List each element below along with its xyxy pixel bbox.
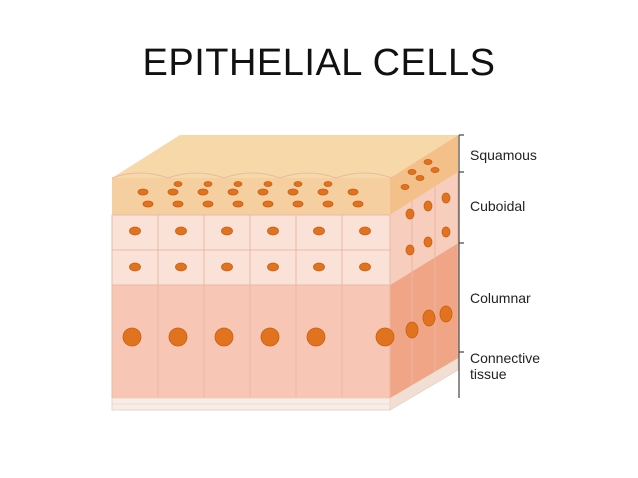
squamous-nucleus — [323, 181, 333, 187]
squamous-nucleus — [347, 188, 359, 196]
cuboidal-nucleus — [441, 226, 451, 238]
cuboidal-nucleus — [313, 226, 325, 236]
cuboidal-nucleus — [359, 262, 371, 272]
squamous-nucleus — [197, 188, 209, 196]
squamous-nucleus — [172, 200, 184, 208]
cuboidal-nucleus — [129, 226, 141, 236]
cuboidal-nucleus — [175, 226, 187, 236]
squamous-cell-border — [223, 172, 281, 179]
cuboidal-nucleus — [405, 208, 415, 220]
squamous-nucleus — [173, 181, 183, 187]
columnar-nucleus — [306, 327, 326, 347]
squamous-cell-border — [111, 172, 169, 179]
squamous-nucleus — [257, 188, 269, 196]
label-connective-tissue: Connective tissue — [470, 350, 541, 382]
columnar-nucleus — [260, 327, 280, 347]
squamous-nucleus — [407, 168, 417, 175]
squamous-nucleus — [262, 200, 274, 208]
squamous-nucleus — [292, 200, 304, 208]
squamous-nucleus — [142, 200, 154, 208]
squamous-cell-border — [167, 172, 225, 179]
squamous-nucleus — [352, 200, 364, 208]
squamous-nucleus — [415, 174, 425, 181]
squamous-nucleus — [287, 188, 299, 196]
cuboidal-nucleus — [405, 244, 415, 256]
squamous-nucleus — [430, 166, 440, 173]
cuboidal-nucleus — [423, 236, 433, 248]
cuboidal-nucleus — [267, 262, 279, 272]
squamous-nucleus — [263, 181, 273, 187]
squamous-nucleus — [317, 188, 329, 196]
layer-brackets — [458, 134, 464, 398]
columnar-nucleus — [422, 309, 436, 327]
squamous-nucleus — [227, 188, 239, 196]
squamous-cell-border — [279, 172, 337, 179]
squamous-nucleus — [293, 181, 303, 187]
label-columnar: Columnar — [470, 290, 531, 306]
label-squamous: Squamous — [470, 147, 537, 163]
squamous-nucleus — [423, 158, 433, 165]
squamous-nucleus — [400, 183, 410, 190]
cuboidal-nucleus — [175, 262, 187, 272]
squamous-nucleus — [202, 200, 214, 208]
squamous-nucleus — [203, 181, 213, 187]
cuboidal-nucleus — [441, 192, 451, 204]
squamous-nucleus — [322, 200, 334, 208]
cuboidal-nucleus — [129, 262, 141, 272]
columnar-nucleus — [122, 327, 142, 347]
cuboidal-nucleus — [359, 226, 371, 236]
cuboidal-nucleus — [267, 226, 279, 236]
cuboidal-nucleus — [423, 200, 433, 212]
columnar-nucleus — [168, 327, 188, 347]
label-cuboidal: Cuboidal — [470, 198, 526, 214]
squamous-nucleus — [167, 188, 179, 196]
columnar-nucleus — [439, 305, 453, 323]
squamous-nucleus — [232, 200, 244, 208]
columnar-nucleus — [405, 321, 419, 339]
diagram-title: EPITHELIAL CELLS — [142, 42, 496, 84]
cuboidal-nucleus — [221, 262, 233, 272]
squamous-nucleus — [137, 188, 149, 196]
cuboidal-nucleus — [313, 262, 325, 272]
columnar-nucleus — [214, 327, 234, 347]
squamous-cell-border — [335, 172, 393, 179]
squamous-layer — [112, 135, 458, 215]
columnar-nucleus — [375, 327, 395, 347]
squamous-nucleus — [233, 181, 243, 187]
cuboidal-nucleus — [221, 226, 233, 236]
